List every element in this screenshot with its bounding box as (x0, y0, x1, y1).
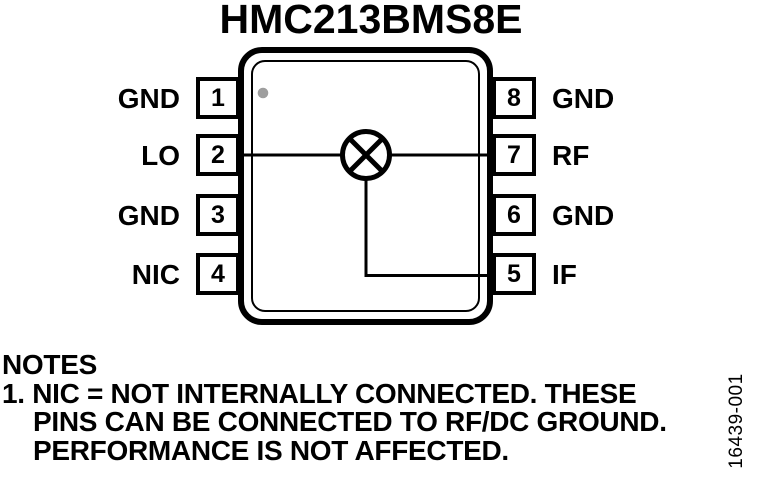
notes-heading: NOTES (2, 349, 97, 380)
pin-number: 2 (211, 140, 225, 169)
note-line: PERFORMANCE IS NOT AFFECTED. (33, 434, 509, 466)
pin-1-box: 1 (196, 77, 240, 119)
pin-7-box: 7 (492, 134, 536, 176)
notes-block: NOTES 1. NIC = NOT INTERNALLY CONNECTED.… (2, 349, 667, 466)
page-title: HMC213BMS8E (219, 0, 523, 42)
pin-8-box: 8 (492, 77, 536, 119)
pin-5-label: IF (552, 259, 577, 290)
pin-number: 3 (211, 200, 225, 229)
pin-number: 4 (211, 259, 225, 288)
pin-4-box: 4 (196, 253, 240, 295)
pin-number: 6 (507, 200, 521, 229)
chip-inner-outline (251, 60, 480, 312)
pin-2-box: 2 (196, 134, 240, 176)
pin-3-label: GND (117, 200, 180, 231)
note-line: PINS CAN BE CONNECTED TO RF/DC GROUND. (33, 406, 667, 438)
pin-1-label: GND (117, 83, 180, 114)
pin-number: 7 (507, 140, 521, 169)
pin-number: 1 (211, 83, 225, 112)
pin-6-label: GND (552, 200, 615, 231)
pin-2-label: LO (141, 140, 180, 171)
pin-8-label: GND (552, 83, 615, 114)
pin-number: 5 (507, 259, 521, 288)
pin-number: 8 (507, 83, 521, 112)
figure-number: 16439-001 (726, 373, 747, 469)
pin-4-label: NIC (131, 259, 180, 290)
pin-3-box: 3 (196, 194, 240, 236)
chip-package-body (238, 47, 493, 325)
pin-5-box: 5 (492, 253, 536, 295)
pin-7-label: RF (552, 140, 590, 171)
pin-6-box: 6 (492, 194, 536, 236)
note-line: 1. NIC = NOT INTERNALLY CONNECTED. THESE (2, 377, 637, 409)
